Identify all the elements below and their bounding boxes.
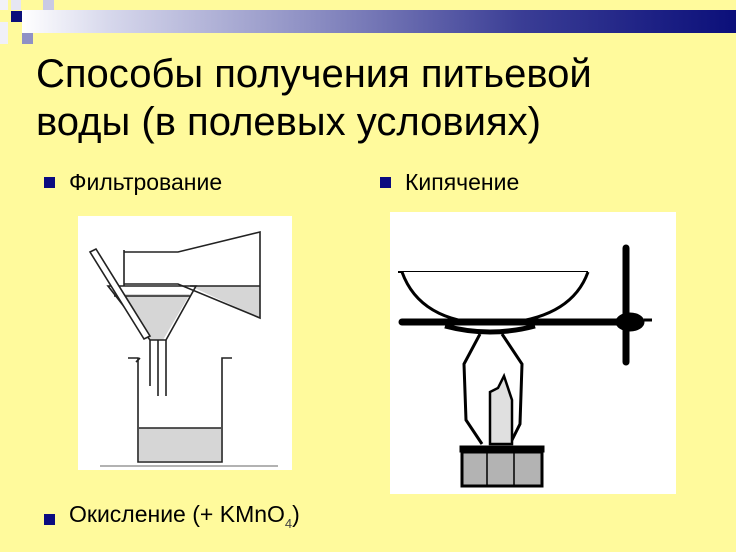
bullet-filtration: Фильтрование bbox=[44, 168, 222, 196]
slide-title: Способы получения питьевой воды (в полев… bbox=[36, 50, 716, 146]
boiling-apparatus-icon bbox=[398, 244, 652, 488]
bullet-label: Фильтрование bbox=[69, 169, 223, 195]
filtration-apparatus-icon bbox=[88, 230, 278, 467]
bullet-label: Кипячение bbox=[405, 169, 520, 195]
bullet-label: Окисление (+ KMnO4) bbox=[69, 501, 300, 531]
bullet-square-icon bbox=[44, 176, 55, 188]
bullet-square-icon bbox=[44, 513, 55, 525]
title-line-2: воды (в полевых условиях) bbox=[36, 100, 541, 144]
title-line-1: Способы получения питьевой bbox=[36, 52, 592, 96]
bullet-square-icon bbox=[380, 176, 391, 188]
boiling-illustration bbox=[390, 212, 676, 494]
bullet-oxidation: Окисление (+ KMnO4) bbox=[44, 500, 300, 538]
bullet-boiling: Кипячение bbox=[380, 168, 519, 196]
header-gradient-bar bbox=[22, 10, 736, 33]
filtration-illustration bbox=[78, 216, 292, 470]
